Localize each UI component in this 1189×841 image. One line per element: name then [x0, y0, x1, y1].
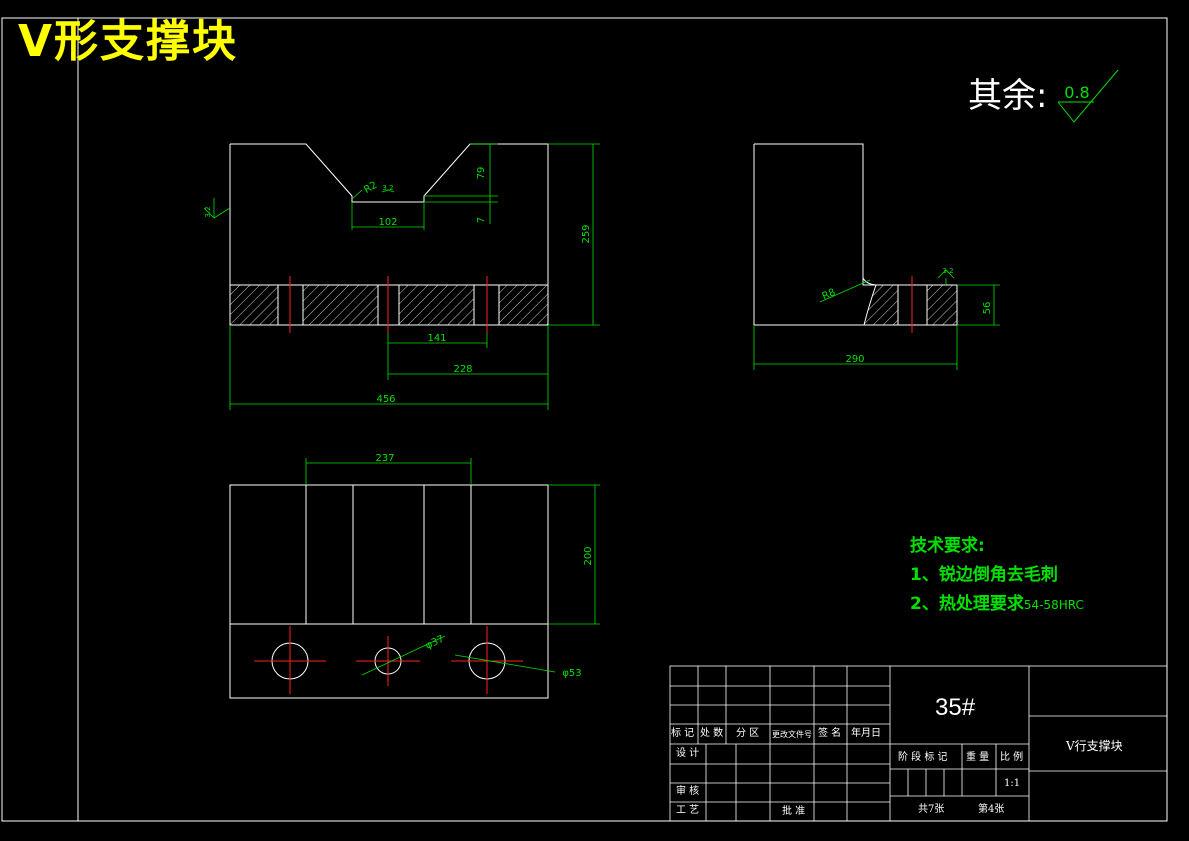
- sheet-number: 第4张: [978, 804, 1005, 815]
- tech-req-item-2: 2、热处理要求54-58HRC: [910, 593, 1084, 616]
- dim-56: 56: [982, 302, 993, 315]
- roughness-side: 3.2: [942, 267, 953, 275]
- title-block: [669, 665, 1168, 822]
- front-view: [229, 143, 549, 326]
- roughness-label: 其余:: [968, 76, 1048, 116]
- hdr-mark: 标 记: [671, 728, 695, 739]
- material: 35#: [935, 694, 976, 721]
- dim-79: 79: [476, 167, 487, 180]
- dim-200: 200: [583, 546, 594, 565]
- dim-141: 141: [427, 333, 446, 344]
- front-dimensions: [203, 143, 600, 410]
- front-centerlines: [289, 276, 488, 333]
- roughness-symbol: [1057, 69, 1119, 123]
- dim-r2: R2: [362, 180, 379, 196]
- tech-req-item-2-hardness: 54-58HRC: [1023, 598, 1084, 612]
- top-dim-text: 237 200 φ37 φ53: [375, 453, 594, 679]
- roughness-front-left: 3.2: [204, 206, 212, 217]
- hdr-change-doc: 更改文件号: [772, 730, 812, 739]
- roughness-v-bottom: 3.2: [382, 184, 393, 192]
- drawing-title: V形支撑块: [18, 16, 239, 67]
- review-label: 审 核: [676, 786, 700, 797]
- dim-7: 7: [476, 217, 487, 223]
- sheets-total: 共7张: [918, 804, 945, 815]
- side-view: [753, 143, 958, 326]
- dim-237: 237: [375, 453, 394, 464]
- dim-d37: φ37: [424, 634, 446, 652]
- dim-259: 259: [581, 224, 592, 243]
- part-name: V行支撑块: [1066, 739, 1123, 753]
- dim-102: 102: [378, 217, 397, 228]
- dim-r8: R8: [821, 287, 838, 302]
- scale-value: 1:1: [1004, 778, 1021, 789]
- hdr-date: 年月日: [851, 728, 881, 739]
- stage-mark-header: 阶 段 标 记: [898, 752, 948, 763]
- dim-d53: φ53: [562, 668, 581, 679]
- top-dimensions: [305, 458, 600, 676]
- outer-border: [1, 17, 1168, 822]
- roughness-value: 0.8: [1064, 83, 1089, 102]
- tech-req-heading: 技术要求:: [910, 536, 985, 556]
- top-view: [229, 484, 549, 699]
- tech-req-item-2-main: 2、热处理要求: [910, 594, 1024, 614]
- hdr-signature: 签 名: [818, 728, 842, 739]
- approve-label: 批 准: [782, 806, 806, 817]
- side-dim-text: R8 56 290 3.2: [821, 267, 993, 365]
- inner-border: [77, 17, 1168, 822]
- side-dimensions: [753, 269, 1000, 370]
- hdr-zone: 分 区: [736, 728, 760, 739]
- front-dim-text: 102 79 7 R2 259 141 228 456 3.2 3.2: [204, 167, 592, 405]
- process-label: 工 艺: [676, 805, 700, 816]
- scale-header: 比 例: [1000, 752, 1024, 763]
- dim-228: 228: [453, 364, 472, 375]
- hdr-count: 处 数: [700, 728, 724, 739]
- top-centerlines: [254, 626, 523, 694]
- dim-290: 290: [845, 354, 864, 365]
- dim-456: 456: [376, 394, 395, 405]
- tech-req-item-1: 1、锐边倒角去毛刺: [910, 565, 1058, 585]
- design-label: 设 计: [676, 748, 700, 759]
- weight-header: 重 量: [966, 752, 990, 763]
